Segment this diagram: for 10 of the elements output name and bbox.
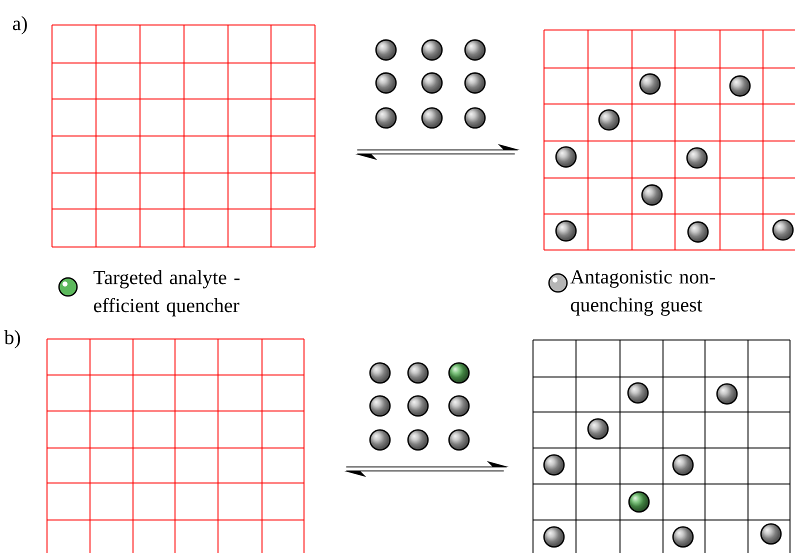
panel-label: a) xyxy=(12,16,27,34)
panel-label: b) xyxy=(4,330,20,348)
grid-drawing xyxy=(544,30,795,250)
grid-drawing xyxy=(46,338,304,553)
grid-drawing xyxy=(52,24,316,248)
legend-text: Antagonistic non-quenching guest xyxy=(570,270,716,316)
legend-text: Targeted analyte - efficient quencher xyxy=(94,270,240,316)
grid-drawing xyxy=(532,339,790,553)
equilibrium-arrow xyxy=(355,144,520,160)
equilibrium-arrow xyxy=(344,460,509,477)
